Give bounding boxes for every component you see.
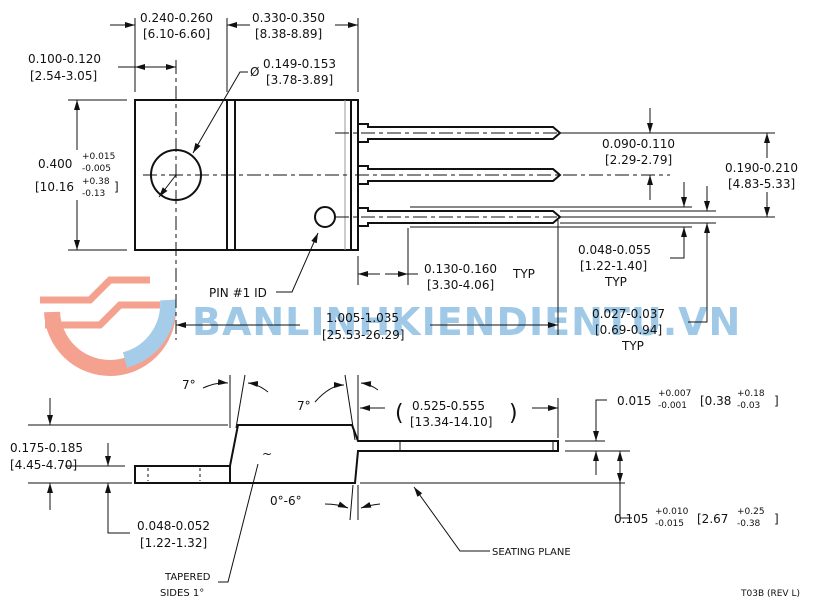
dim-lead-thk-tol-plus: +0.007 — [658, 389, 691, 399]
dim-tab-thk-mm: [1.22-1.32] — [140, 536, 207, 550]
side-view: ~ 0.175-0.185 [4.45-4.70] 0.048-0.052 [1… — [10, 374, 779, 599]
dim-height-mm-plus: +0.38 — [82, 177, 110, 187]
dim-lead-width-mm: [0.69-0.94] — [595, 323, 662, 337]
tapered-label-1: TAPERED — [164, 572, 211, 583]
dim-lead-width-in: 0.027-0.037 — [592, 307, 665, 321]
dim-overall-len-mm: [25.53-26.29] — [322, 328, 404, 342]
dim-height-mm-minus: -0.13 — [82, 189, 105, 199]
dim-lead-height-mm-plus: +0.25 — [737, 507, 765, 517]
dim-tab-thk-in: 0.048-0.052 — [137, 519, 210, 533]
dim-lead-len-open: ( — [395, 401, 404, 426]
dim-lead-height-mm-minus: -0.38 — [737, 519, 761, 529]
angle-bottom-label: 0°-6° — [270, 494, 302, 508]
pin1-marker — [314, 206, 336, 228]
dim-span-in: 0.190-0.210 — [725, 161, 798, 175]
dim-lead-thk-in: 0.015 — [617, 394, 651, 408]
dim-body-height-mm: [4.45-4.70] — [10, 458, 77, 472]
lead-2 — [355, 165, 670, 185]
dim-lead-len-mm: [13.34-14.10] — [410, 415, 492, 429]
dim-shoulder-len-typ: TYP — [512, 267, 535, 281]
drawing-id: T03B (REV L) — [740, 589, 800, 599]
taper-mark: ~ — [262, 447, 272, 461]
dim-lead-height-in: 0.105 — [614, 512, 648, 526]
seating-plane-label: SEATING PLANE — [492, 547, 571, 558]
dim-lead-shoulder-typ: TYP — [604, 275, 627, 289]
dim-lead-height-tol-minus: -0.015 — [655, 519, 684, 529]
dim-lead-height-mm: [2.67 — [697, 512, 728, 526]
angle-left-label: 7° — [182, 378, 196, 392]
dim-height-tol-plus: +0.015 — [82, 152, 115, 162]
dim-height-in: 0.400 — [38, 157, 72, 171]
dim-lead-shoulder-mm: [1.22-1.40] — [580, 259, 647, 273]
dim-body-width-in: 0.330-0.350 — [252, 11, 325, 25]
dim-lead-thk-mm: [0.38 — [700, 394, 731, 408]
dim-lead-thk-mm-close: ] — [774, 394, 779, 408]
dim-hole-dia-mm: [3.78-3.89] — [266, 73, 333, 87]
dim-overall-len-in: 1.005-1.035 — [326, 311, 399, 325]
dim-lead-height-mm-close: ] — [774, 512, 779, 526]
tapered-label-2: SIDES 1° — [160, 588, 204, 599]
dim-body-height-in: 0.175-0.185 — [10, 441, 83, 455]
dim-height-mm: [10.16 — [35, 180, 74, 194]
watermark-logo — [40, 244, 177, 376]
dim-hole-offset-in: 0.100-0.120 — [28, 52, 101, 66]
dim-lead-len-in: 0.525-0.555 — [412, 399, 485, 413]
dim-tab-width-in: 0.240-0.260 — [140, 11, 213, 25]
dim-lead-len-close: ) — [509, 401, 518, 426]
diameter-symbol: Ø — [250, 65, 259, 79]
dim-pitch-mm: [2.29-2.79] — [605, 153, 672, 167]
dim-hole-dia-in: 0.149-0.153 — [263, 57, 336, 71]
dim-pitch-in: 0.090-0.110 — [602, 137, 675, 151]
top-view: 0.240-0.260 [6.10-6.60] 0.330-0.350 [8.3… — [28, 11, 798, 353]
dim-lead-height-tol-plus: +0.010 — [655, 507, 689, 517]
dim-height-tol-minus: -0.005 — [82, 164, 111, 174]
dim-span-mm: [4.83-5.33] — [728, 177, 795, 191]
dim-tab-width-mm: [6.10-6.60] — [143, 27, 210, 41]
dim-lead-thk-mm-plus: +0.18 — [737, 389, 765, 399]
dim-lead-shoulder-in: 0.048-0.055 — [578, 243, 651, 257]
dim-body-width-mm: [8.38-8.89] — [255, 27, 322, 41]
side-profile — [134, 424, 559, 484]
lead-3 — [335, 207, 562, 227]
dim-shoulder-len-mm: [3.30-4.06] — [427, 278, 494, 292]
dim-lead-thk-tol-minus: -0.001 — [658, 401, 687, 411]
angle-right-label: 7° — [297, 399, 311, 413]
dim-lead-thk-mm-minus: -0.03 — [737, 401, 760, 411]
dim-lead-width-typ: TYP — [621, 339, 644, 353]
dim-height-mm-close: ] — [114, 180, 119, 194]
watermark-text: BANLINHKIENDIENTU.VN — [192, 300, 741, 344]
dim-hole-offset-mm: [2.54-3.05] — [30, 69, 97, 83]
dim-shoulder-len-in: 0.130-0.160 — [424, 262, 497, 276]
pin1-label: PIN #1 ID — [209, 286, 267, 300]
